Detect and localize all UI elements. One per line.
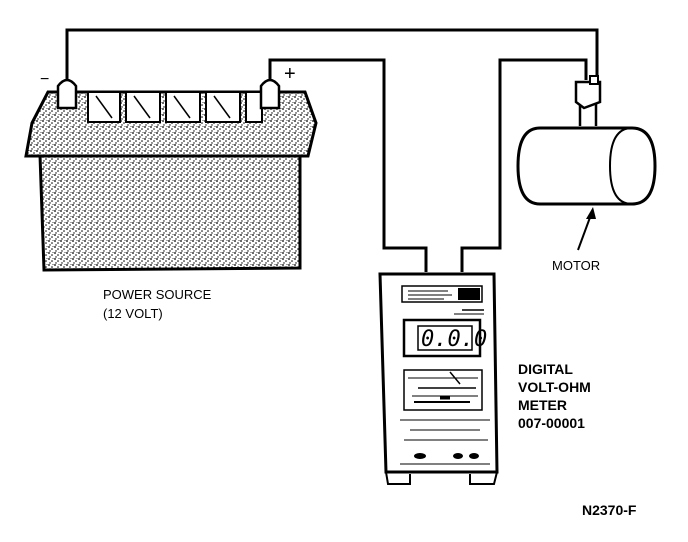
motor-label: MOTOR [552,258,600,273]
meter-label-line2: VOLT-OHM [518,379,591,395]
meter-range-selector [403,369,483,411]
meter-case [378,272,499,474]
meter-label-line3: METER [518,397,567,413]
wire-negative-to-motor [65,28,599,82]
digital-meter: 0.0.0 [378,272,499,485]
meter-label-line1: DIGITAL [518,361,573,377]
battery-case [38,153,302,272]
motor [516,75,657,251]
meter-label-line4: 007-00001 [518,415,585,431]
wires [65,28,599,272]
battery-cell-caps [87,91,263,123]
minus-sign: − [40,71,49,88]
figure-id: N2370-F [582,502,637,518]
meter-input-jacks [414,453,479,459]
battery: + − [24,63,318,272]
motor-body [516,126,657,206]
battery-negative-terminal [56,78,78,110]
battery-label-line2: (12 VOLT) [103,306,163,321]
meter-display-reading: 0.0.0 [421,327,487,352]
battery-positive-terminal [259,78,281,110]
battery-label-line1: POWER SOURCE [103,287,212,302]
plus-sign: + [284,63,296,85]
wire-motor-to-meter [460,58,588,272]
wire-positive-to-meter [268,58,428,272]
